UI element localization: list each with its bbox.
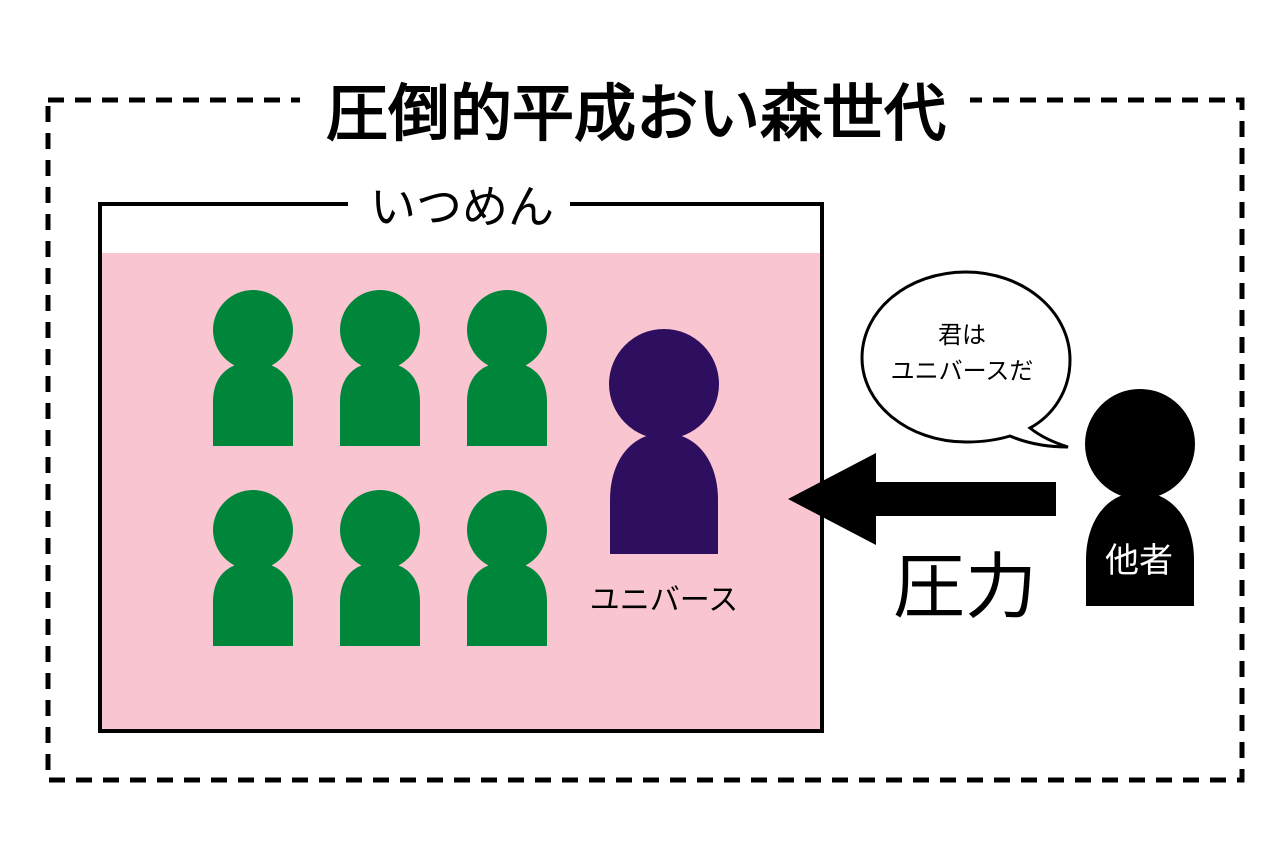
pressure-arrow [788,453,1056,545]
member-body [340,362,420,446]
member-figure [340,290,420,446]
member-head [340,290,420,370]
member-body [467,362,547,446]
member-head [340,490,420,570]
member-figure [467,490,547,646]
target-figure [609,329,719,554]
member-body [340,562,420,646]
target-label: ユニバース [590,583,739,618]
target-head [609,329,719,439]
member-head [213,290,293,370]
member-head [467,290,547,370]
other-figure [1085,389,1195,606]
other-label: 他者 [1105,541,1173,581]
member-body [467,562,547,646]
member-body [213,362,293,446]
title-backdrop [300,70,970,140]
other-head [1085,389,1195,499]
speech-line-1: 君は [938,321,986,349]
target-body [610,433,718,554]
speech-bubble [860,270,1072,449]
member-figure [467,290,547,446]
member-figures [213,290,547,646]
diagram-title: 圧倒的平成おい森世代 [326,77,946,150]
member-head [213,490,293,570]
member-figure [213,290,293,446]
group-label: いつめん [370,180,554,234]
group-label-backdrop [348,184,570,224]
member-body [213,562,293,646]
pressure-label: 圧力 [893,545,1037,629]
other-body [1086,492,1194,606]
member-figure [340,490,420,646]
speech-line-2: ユニバースだ [891,357,1034,385]
member-head [467,490,547,570]
member-figure [213,490,293,646]
